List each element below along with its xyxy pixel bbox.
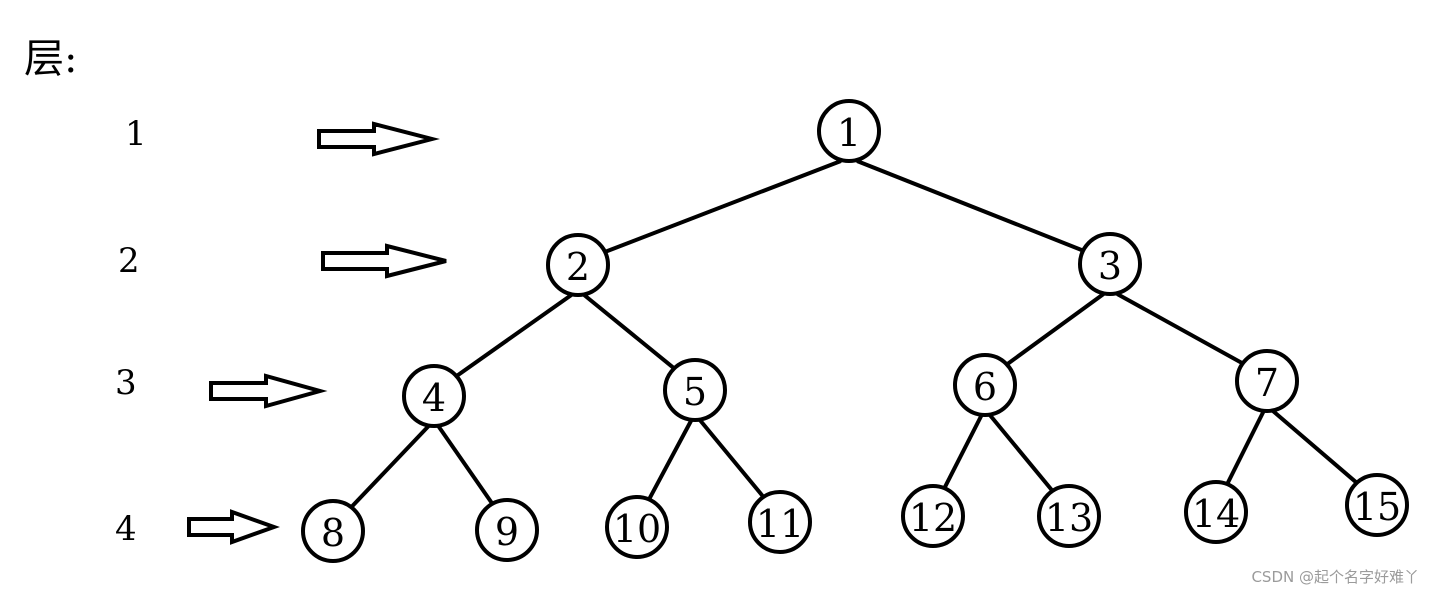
level-arrow-icon — [321, 243, 447, 279]
node-label: 6 — [973, 365, 997, 409]
tree-edge — [941, 414, 984, 492]
node-circle — [953, 353, 1017, 417]
tree-node: 5 — [663, 358, 727, 422]
node-label: 12 — [909, 496, 957, 540]
tree-node: 12 — [901, 484, 965, 548]
tree-edge — [1003, 292, 1105, 368]
node-circle — [1037, 484, 1101, 548]
node-label: 2 — [566, 245, 590, 289]
node-circle — [1078, 232, 1142, 296]
level-label: 4 — [115, 509, 137, 549]
tree-node: 4 — [402, 364, 466, 428]
level-label: 3 — [115, 363, 137, 403]
node-label: 1 — [837, 111, 861, 155]
level-label: 2 — [118, 241, 140, 281]
node-circle — [748, 490, 812, 554]
tree-edge — [698, 418, 767, 501]
tree-edge — [856, 159, 1087, 254]
node-circle — [901, 484, 965, 548]
node-circle — [663, 358, 727, 422]
level-label: 1 — [125, 114, 147, 154]
tree-edge — [1271, 409, 1361, 487]
node-label: 8 — [321, 511, 345, 555]
node-label: 10 — [613, 507, 661, 551]
tree-node: 15 — [1345, 473, 1409, 537]
tree-edge — [347, 424, 431, 511]
tree-node: 2 — [546, 233, 610, 297]
level-arrow-icon — [317, 121, 440, 157]
node-circle — [546, 233, 610, 297]
node-label: 7 — [1255, 361, 1279, 405]
node-circle — [1184, 480, 1248, 544]
tree-edge — [582, 293, 678, 372]
tree-edge — [645, 419, 694, 504]
node-label: 4 — [422, 376, 446, 420]
level-arrow-icon — [187, 509, 280, 545]
tree-edge — [1116, 292, 1247, 367]
node-label: 5 — [683, 370, 707, 414]
tree-node: 14 — [1184, 480, 1248, 544]
node-label: 13 — [1045, 496, 1093, 540]
tree-node: 9 — [475, 498, 539, 562]
levels-heading: 层: — [24, 36, 77, 82]
tree-node: 3 — [1078, 232, 1142, 296]
tree-node: 1 — [817, 99, 881, 163]
tree-node: 10 — [605, 495, 669, 559]
node-label: 9 — [495, 510, 519, 554]
watermark: CSDN @起个名字好难丫 — [1251, 568, 1419, 586]
level-arrow-icon — [209, 373, 328, 409]
node-circle — [817, 99, 881, 163]
tree-edge — [601, 159, 842, 255]
tree-edge — [452, 293, 573, 380]
tree-edge — [436, 424, 496, 508]
tree-node: 11 — [748, 490, 812, 554]
tree-node: 13 — [1037, 484, 1101, 548]
node-circle — [1235, 349, 1299, 413]
node-circle — [475, 498, 539, 562]
node-label: 14 — [1192, 492, 1240, 536]
tree-edge — [988, 413, 1056, 495]
node-label: 11 — [756, 502, 804, 546]
node-circle — [605, 495, 669, 559]
node-label: 3 — [1098, 244, 1122, 288]
node-circle — [301, 499, 365, 563]
tree-edge — [1224, 410, 1266, 488]
tree-node: 7 — [1235, 349, 1299, 413]
tree-node: 6 — [953, 353, 1017, 417]
node-label: 15 — [1353, 485, 1401, 529]
node-circle — [402, 364, 466, 428]
node-circle — [1345, 473, 1409, 537]
tree-node: 8 — [301, 499, 365, 563]
